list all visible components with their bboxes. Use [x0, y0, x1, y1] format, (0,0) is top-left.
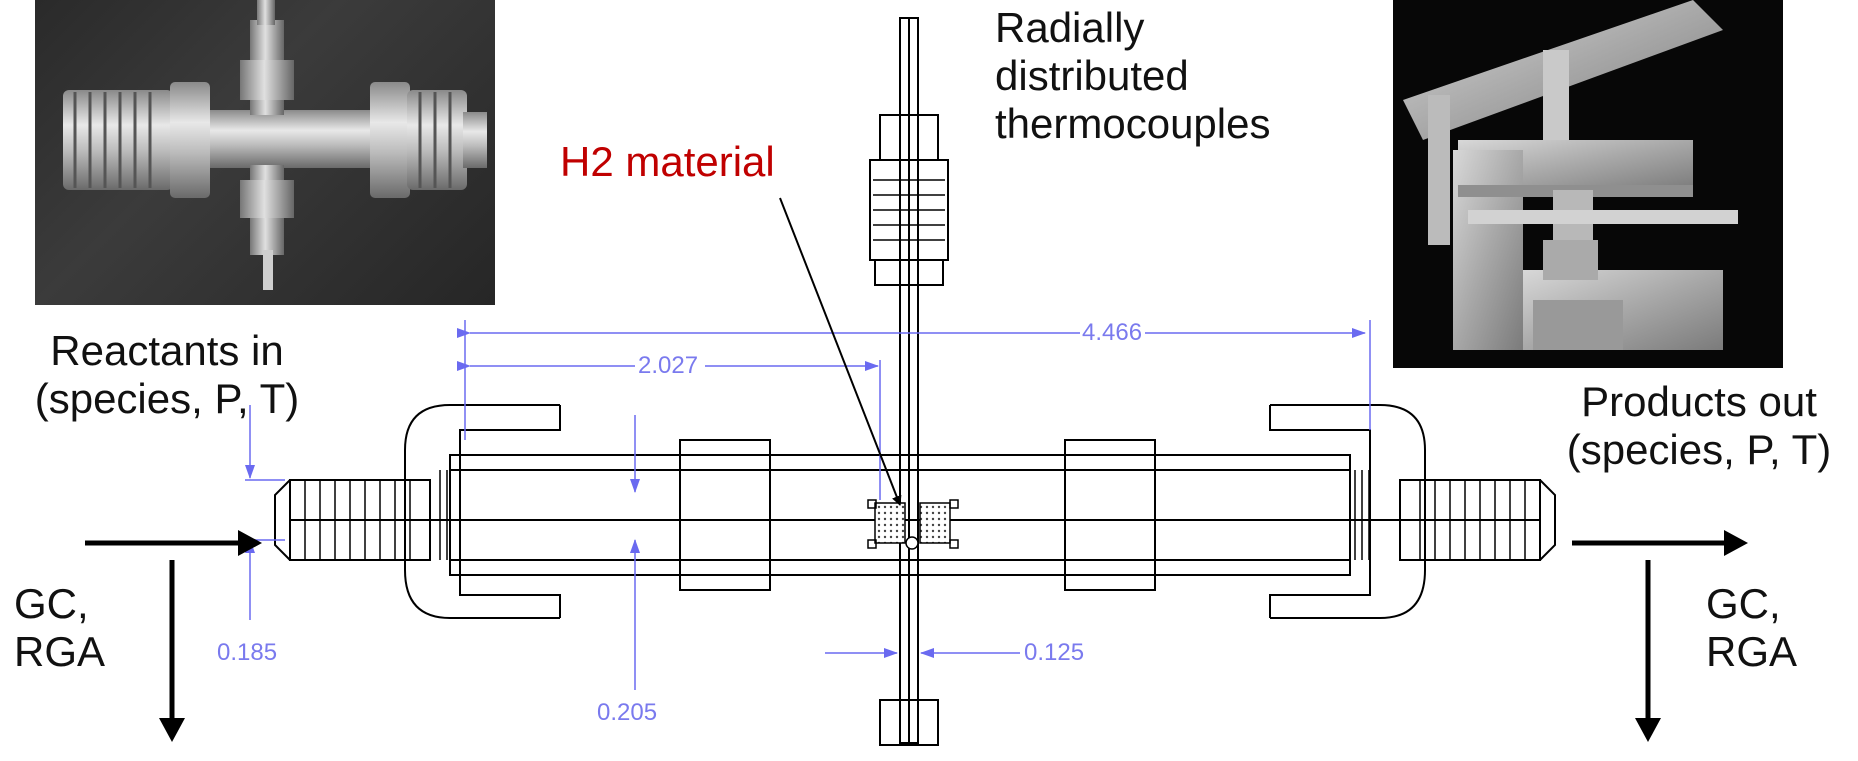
products-out-label: Products out (species, P, T) — [1566, 378, 1832, 473]
left-sleeve — [679, 439, 771, 591]
thread-lines — [304, 179, 1526, 560]
dimension-overall: 4.466 — [1082, 319, 1143, 346]
left-cap-nut — [404, 404, 560, 619]
gc-rga-left-label: GC, RGA — [14, 580, 106, 675]
dimension-thermocouple: 0.125 — [1024, 639, 1085, 666]
thermocouples-label: Radially distributed thermocouples — [995, 4, 1271, 147]
dimension-lines — [245, 320, 1371, 690]
dimension-half: 2.027 — [638, 352, 699, 379]
right-cap-nut — [1270, 404, 1426, 619]
reactor-fixture-photo — [1393, 0, 1783, 368]
right-sleeve — [1064, 439, 1156, 591]
flow-arrowheads — [159, 530, 1748, 742]
fitting-photo-graphic — [63, 0, 487, 290]
reactor-fixture-photo-graphic — [1403, 0, 1738, 350]
reactor-body — [274, 17, 1556, 746]
gc-rga-right-label: GC, RGA — [1706, 580, 1798, 675]
h2-leader-line — [779, 197, 902, 506]
fitting-photo — [35, 0, 495, 305]
flow-arrows — [85, 540, 1735, 730]
dimension-port: 0.185 — [217, 639, 278, 666]
dimension-bore: 0.205 — [597, 699, 658, 726]
h2-material-label: H2 material — [560, 138, 775, 185]
reactants-in-label: Reactants in (species, P, T) — [34, 327, 300, 422]
h2-material-bed — [867, 499, 959, 550]
